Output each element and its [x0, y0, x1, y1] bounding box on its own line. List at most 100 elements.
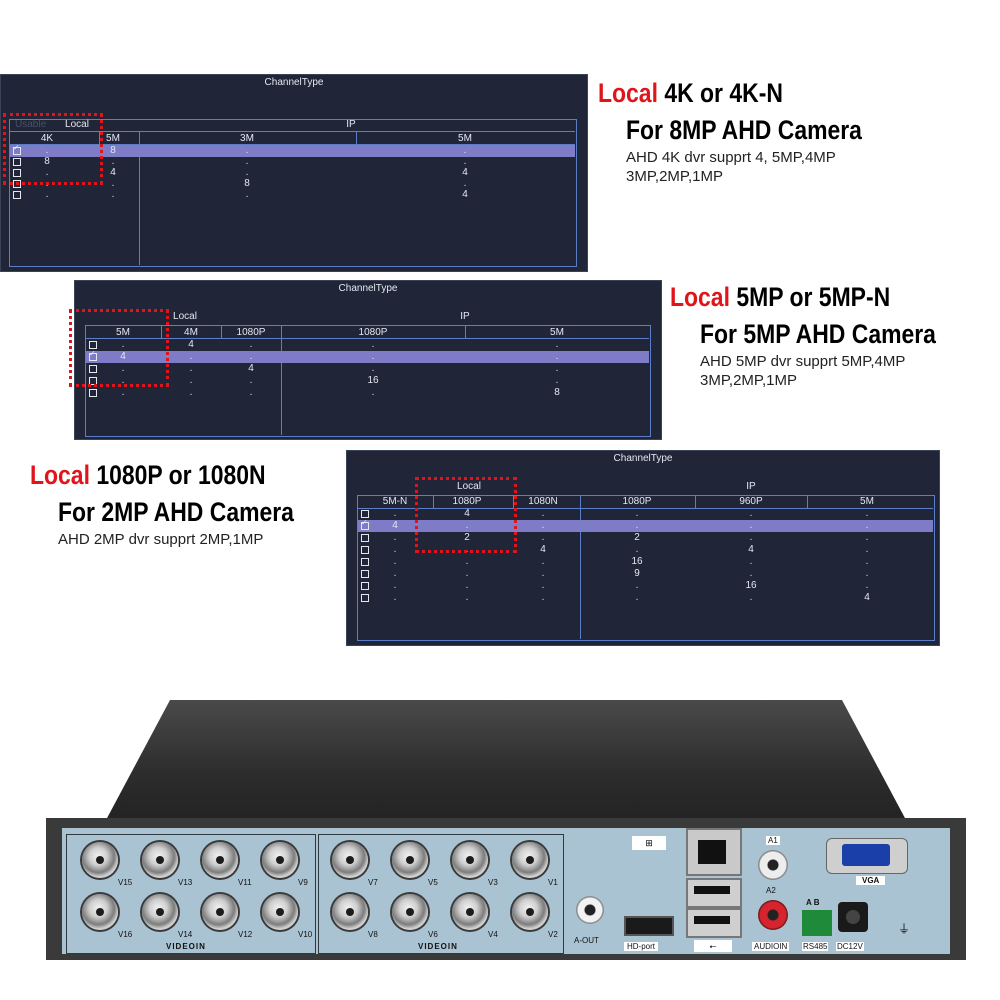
channel-count-cell: . — [393, 544, 397, 555]
caption-desc: AHD 4K dvr supprt 4, 5MP,4MP — [626, 149, 836, 166]
caption-desc: AHD 2MP dvr supprt 2MP,1MP — [58, 531, 264, 548]
rs485-label: RS485 — [802, 942, 829, 951]
channel-count-cell: . — [465, 568, 469, 579]
channel-count-cell: . — [371, 351, 375, 362]
channel-count-cell: . — [393, 580, 397, 591]
channel-count-cell: . — [121, 387, 125, 398]
row-checkbox[interactable] — [361, 558, 369, 566]
ethernet-socket — [698, 840, 726, 864]
hd-port — [624, 916, 674, 936]
channel-count-cell: . — [189, 363, 193, 374]
row-checkbox[interactable] — [13, 143, 21, 155]
channel-count-cell: . — [121, 363, 125, 374]
channel-count-cell: . — [463, 156, 467, 167]
column-header: 3M — [240, 133, 254, 144]
channel-count-cell: . — [189, 387, 193, 398]
panel-title: ChannelType — [613, 453, 673, 464]
row-checkbox[interactable] — [13, 158, 21, 166]
channel-count-cell: . — [189, 351, 193, 362]
channel-count-cell: . — [121, 375, 125, 386]
channel-count-cell: . — [393, 568, 397, 579]
channel-count-cell: 4 — [748, 544, 754, 555]
panel-title: ChannelType — [264, 77, 324, 88]
channel-count-cell: . — [865, 520, 869, 531]
column-header: 4K — [40, 133, 54, 144]
column-header: 1080P — [236, 327, 266, 338]
bnc-video-input — [452, 842, 488, 878]
channel-count-cell: . — [635, 508, 639, 519]
channel-count-cell: . — [865, 532, 869, 543]
video-channel-label: V10 — [298, 930, 313, 939]
channel-count-cell: . — [541, 556, 545, 567]
row-checkbox[interactable] — [13, 169, 21, 177]
caption-4k: Local 4K or 4K-N For 8MP AHD Camera AHD … — [598, 78, 904, 186]
bnc-video-input — [142, 894, 178, 930]
column-header: 960P — [739, 496, 763, 507]
channel-count-cell: . — [749, 592, 753, 603]
group-ip-label: IP — [346, 119, 356, 130]
bnc-video-input — [512, 894, 548, 930]
channel-count-cell: 8 — [44, 156, 50, 167]
bnc-video-input — [262, 894, 298, 930]
row-checkbox[interactable] — [89, 349, 97, 361]
row-checkbox[interactable] — [361, 570, 369, 578]
bnc-video-input — [392, 894, 428, 930]
caption-local: Local — [30, 460, 90, 490]
videoin-label-right: VIDEOIN — [418, 942, 458, 951]
column-header: 5M — [458, 133, 472, 144]
channel-count-cell: 2 — [464, 532, 470, 543]
row-checkbox[interactable] — [361, 582, 369, 590]
row-checkbox[interactable] — [361, 534, 369, 542]
video-channel-label: V6 — [428, 930, 438, 939]
row-checkbox[interactable] — [361, 510, 369, 518]
channel-count-cell: 16 — [745, 580, 757, 591]
video-channel-label: V14 — [178, 930, 193, 939]
hdport-label: HD-port — [624, 942, 659, 951]
network-port-label-icon: ⊞ — [632, 836, 666, 850]
channel-count-cell: . — [555, 363, 559, 374]
audioin-label: AUDIOIN — [752, 942, 790, 951]
channel-count-cell: . — [189, 375, 193, 386]
column-header: 5M — [860, 496, 874, 507]
channel-count-cell: . — [541, 580, 545, 591]
channel-count-cell: 4 — [188, 339, 194, 350]
video-channel-label: V12 — [238, 930, 253, 939]
panel-title: ChannelType — [338, 283, 398, 294]
caption-mode: 1080P or 1080N — [89, 460, 266, 490]
channel-count-cell: . — [371, 363, 375, 374]
group-ip-label: IP — [746, 481, 756, 492]
row-checkbox[interactable] — [361, 546, 369, 554]
usb-icon: ⭠ — [694, 940, 732, 952]
channel-count-cell: . — [249, 351, 253, 362]
channel-count-cell: . — [465, 556, 469, 567]
channel-count-cell: . — [245, 167, 249, 178]
channel-count-cell: 2 — [634, 532, 640, 543]
channel-count-cell: . — [635, 520, 639, 531]
channel-count-cell: . — [245, 156, 249, 167]
channel-count-cell: . — [541, 592, 545, 603]
row-checkbox[interactable] — [13, 191, 21, 199]
video-channel-label: V8 — [368, 930, 378, 939]
group-local-label: Local — [457, 481, 481, 492]
channel-count-cell: 8 — [554, 387, 560, 398]
channel-count-cell: . — [749, 508, 753, 519]
channel-count-cell: . — [393, 508, 397, 519]
video-channel-label: V2 — [548, 930, 558, 939]
row-checkbox[interactable] — [89, 365, 97, 373]
column-header: 1080P — [452, 496, 482, 507]
bnc-video-input — [202, 842, 238, 878]
channel-count-cell: 8 — [110, 145, 116, 156]
caption-desc-2: 3MP,2MP,1MP — [700, 372, 797, 389]
channel-count-cell: . — [555, 375, 559, 386]
row-checkbox[interactable] — [361, 518, 369, 530]
dvr-top-cover — [106, 700, 906, 820]
rs485-ab-label: A B — [806, 898, 820, 907]
channel-count-cell: . — [111, 189, 115, 200]
bnc-video-input — [82, 842, 118, 878]
audio-in-jack-a2 — [758, 900, 788, 930]
channel-count-cell: . — [555, 339, 559, 350]
column-header: 5M — [116, 327, 130, 338]
video-channel-label: V5 — [428, 878, 438, 887]
row-checkbox[interactable] — [361, 594, 369, 602]
row-checkbox[interactable] — [89, 389, 97, 397]
